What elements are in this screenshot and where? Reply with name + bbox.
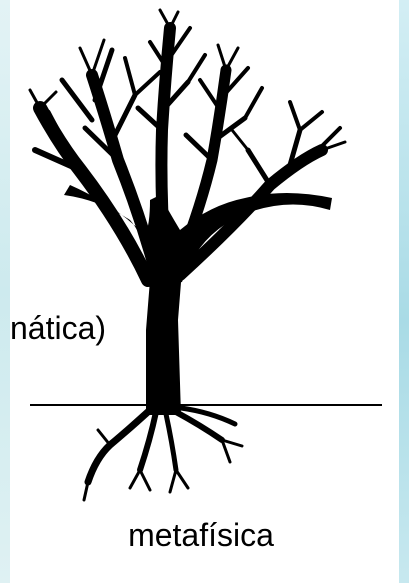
- partial-text-label: nática): [10, 310, 106, 347]
- tree-roots: [84, 408, 242, 500]
- roots-label: metafísica: [86, 517, 316, 554]
- tree-branches: [30, 10, 345, 280]
- tree-trunk: [146, 270, 182, 415]
